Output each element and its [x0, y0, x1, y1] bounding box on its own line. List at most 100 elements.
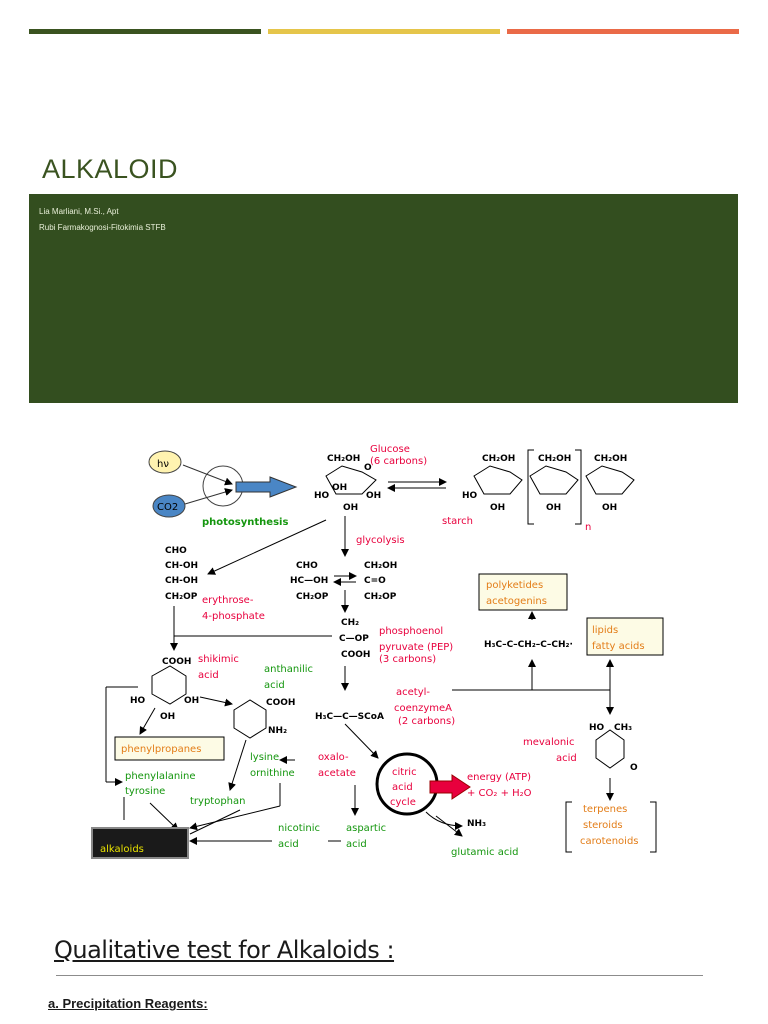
mevalonic-label: mevalonic [523, 737, 574, 748]
g3p-hcoh: HC—OH [290, 576, 328, 586]
acetyl-label2: coenzymeA [394, 703, 452, 714]
energy-label2: + CO₂ + H₂O [467, 788, 532, 799]
acetyl-note: (2 carbons) [398, 716, 455, 727]
mevalonic-label2: acid [556, 753, 577, 764]
alkaloid-biosynthesis-diagram: hν CO2 photosynthesis CH₂OH O OH OH HO O… [91, 444, 664, 859]
acetate-label: acetate [318, 768, 356, 779]
acetylcoa-formula: H₃C—C—SCoA [315, 712, 384, 722]
starch-oh1: OH [490, 503, 505, 513]
e4p-choh2: CH-OH [165, 576, 198, 586]
anth-cooh: COOH [266, 698, 295, 708]
title-band: Lia Marliani, M.Si., Apt Rubi Farmakogno… [29, 194, 738, 403]
mevalonic-structure [595, 729, 625, 769]
starch-oh3: OH [602, 503, 617, 513]
shikimic-label: shikimic [198, 654, 239, 665]
section-divider [56, 975, 703, 976]
aspartic-label2: acid [346, 839, 367, 850]
e4p-ch2op: CH₂OP [165, 592, 198, 602]
glycolysis-label: glycolysis [356, 535, 405, 546]
terpenes-label: terpenes [583, 804, 627, 815]
shikimic-label2: acid [198, 670, 219, 681]
nicotinic-label: nicotinic [278, 823, 320, 834]
starch-ch2oh1: CH₂OH [482, 454, 515, 464]
starch-ch2oh3: CH₂OH [594, 454, 627, 464]
anthanilic-label2: acid [264, 680, 285, 691]
tryptophan-label: tryptophan [190, 796, 246, 807]
polyketide-formula: H₃C–C–CH₂–C–CH₂· [484, 640, 573, 650]
mev-ho: HO [589, 723, 605, 733]
citric-label: citric [392, 767, 417, 778]
glucose-note: (6 carbons) [370, 456, 427, 467]
mev-o: O [630, 763, 638, 773]
mev-ch3: CH₃ [614, 723, 632, 733]
terpenes-bracket [565, 801, 657, 853]
energy-label: energy (ATP) [467, 772, 531, 783]
phenylalanine-label: phenylalanine [125, 771, 196, 782]
glucose-oh3: OH [343, 503, 358, 513]
lipids-box [586, 617, 664, 656]
aspartic-label: aspartic [346, 823, 386, 834]
dhap-co: C=O [364, 576, 386, 586]
accent-bar-orange [507, 29, 739, 34]
glutamic-label: glutamic acid [451, 847, 518, 858]
erythrose-label: erythrose- [202, 595, 254, 606]
polyketides-label: polyketides [486, 580, 543, 591]
starch-oh2: OH [546, 503, 561, 513]
tyrosine-label: tyrosine [125, 786, 165, 797]
accent-bar-green [29, 29, 261, 34]
glucose-o: O [364, 463, 372, 473]
g3p-ch2op: CH₂OP [296, 592, 329, 602]
section-heading: Qualitative test for Alkaloids : [54, 936, 395, 964]
fatty-acids-label: fatty acids [592, 641, 645, 652]
slide-title: ALKALOID [42, 154, 179, 184]
section-subheading: a. Precipitation Reagents: [48, 996, 208, 1011]
steroids-label: steroids [583, 820, 623, 831]
anth-nh2: NH₂ [268, 726, 287, 736]
pep-cop: C—OP [339, 634, 369, 644]
glucose-oh2: OH [366, 491, 381, 501]
glucose-ho: HO [314, 491, 330, 501]
glucose-label: Glucose [370, 444, 410, 455]
ornithine-label: ornithine [250, 768, 295, 779]
anthanilic-label: anthanilic [264, 664, 313, 675]
author-line: Lia Marliani, M.Si., Apt [39, 207, 119, 216]
pep-label: phosphoenol [379, 626, 443, 637]
starch-ch2oh2: CH₂OH [538, 454, 571, 464]
lysine-label: lysine [250, 752, 279, 763]
citric-label3: cycle [390, 797, 416, 808]
shikimic-oh2: OH [160, 712, 175, 722]
e4p-cho: CHO [165, 546, 187, 556]
energy-arrow [429, 774, 471, 800]
anthranilic-structure [233, 699, 267, 739]
pep-cooh: COOH [341, 650, 370, 660]
erythrose-label2: 4-phosphate [202, 611, 265, 622]
glucose-oh1: OH [332, 483, 347, 493]
carotenoids-label: carotenoids [580, 836, 639, 847]
e4p-choh1: CH-OH [165, 561, 198, 571]
co2-ellipse [152, 494, 186, 518]
g3p-cho: CHO [296, 561, 318, 571]
citric-label2: acid [392, 782, 413, 793]
starch-structure [473, 449, 635, 525]
alkaloids-box [91, 827, 189, 859]
co2-label: CO2 [157, 502, 178, 513]
acetyl-label: acetyl- [396, 687, 430, 698]
phenylpropanes-label: phenylpropanes [121, 744, 201, 755]
hv-label: hν [157, 459, 169, 470]
pep-ch2: CH₂ [341, 618, 359, 628]
shikimic-cooh: COOH [162, 657, 191, 667]
shikimic-ho: HO [130, 696, 146, 706]
lipids-label: lipids [592, 625, 618, 636]
pep-note: (3 carbons) [379, 654, 436, 665]
starch-ho: HO [462, 491, 478, 501]
pep-label2: pyruvate (PEP) [379, 642, 453, 653]
acetogenins-label: acetogenins [486, 596, 547, 607]
polyketides-box [478, 573, 568, 611]
affiliation-line: Rubi Farmakognosi-Fitokimia STFB [39, 223, 166, 232]
nh3-label: NH₃ [467, 819, 486, 829]
photosynthesis-label: photosynthesis [202, 517, 288, 528]
shikimic-structure [151, 665, 187, 705]
dhap-ch2oh: CH₂OH [364, 561, 397, 571]
shikimic-oh1: OH [184, 696, 199, 706]
alkaloids-label: alkaloids [100, 844, 144, 855]
